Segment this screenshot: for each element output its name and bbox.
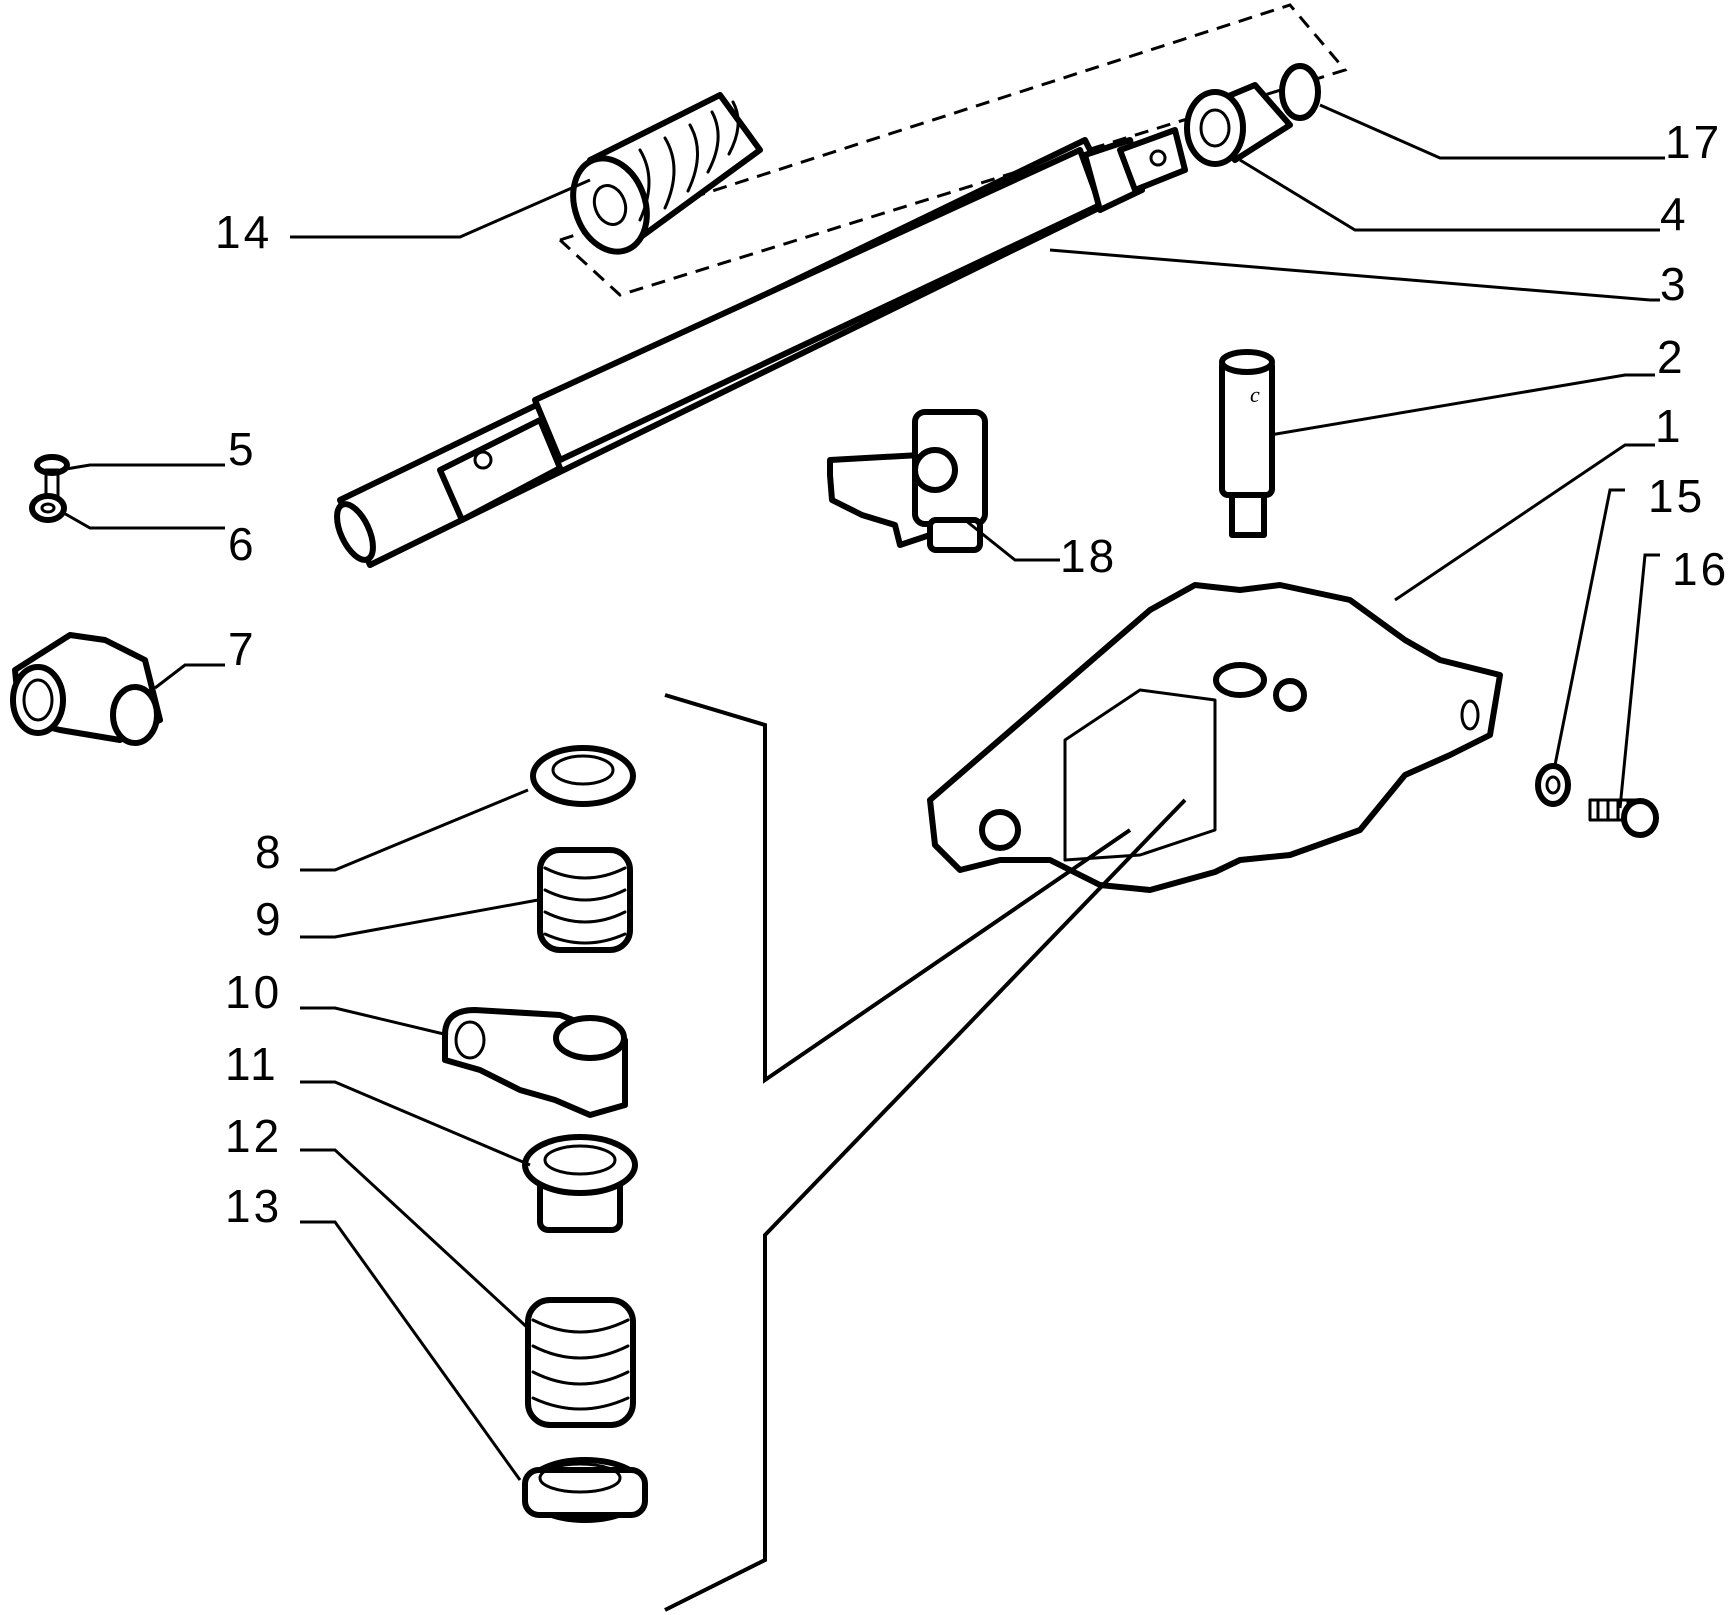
callout-4: 4 <box>1660 188 1689 240</box>
leader-7 <box>154 663 225 690</box>
callout-13: 13 <box>225 1180 282 1232</box>
callout-6: 6 <box>228 518 257 570</box>
assembly-dashed-outline <box>558 3 1348 297</box>
callout-9: 9 <box>255 893 284 945</box>
leader-13 <box>300 1220 522 1481</box>
callout-16: 16 <box>1672 543 1729 595</box>
leader-6 <box>61 510 225 530</box>
part-2-pin: c <box>1219 349 1275 538</box>
part-12-spring <box>525 1297 636 1428</box>
leader-18 <box>964 518 1060 562</box>
leader-9 <box>300 898 539 939</box>
group-bracket-upper <box>664 693 1132 1084</box>
part-14-bellows <box>570 92 763 255</box>
leader-10 <box>300 1006 449 1037</box>
part-11-bushing <box>522 1134 638 1233</box>
leader-8 <box>300 788 529 872</box>
part-3-selector-shaft <box>334 127 1188 568</box>
pin-marking: c <box>1250 382 1260 407</box>
callout-5: 5 <box>228 423 257 475</box>
leader-1 <box>1394 443 1655 602</box>
leader-3 <box>1049 248 1660 302</box>
part-16-bolt <box>1588 798 1659 838</box>
part-17-ring <box>1279 63 1321 121</box>
leader-14 <box>290 178 591 239</box>
callout-7: 7 <box>228 623 257 675</box>
part-7-coupling <box>10 632 163 746</box>
leader-17 <box>1319 103 1665 160</box>
callout-1: 1 <box>1655 400 1684 452</box>
group-bracket-lower <box>664 798 1187 1612</box>
callout-11: 11 <box>225 1038 279 1090</box>
part-9-spring <box>537 847 633 953</box>
part-5-screw <box>34 454 70 512</box>
leader-16 <box>1618 553 1660 809</box>
leader-12 <box>300 1148 532 1332</box>
part-18-bracket <box>827 409 988 553</box>
part-6-washer <box>29 493 67 523</box>
callout-17: 17 <box>1665 116 1722 168</box>
leader-2 <box>1269 373 1655 437</box>
callout-2: 2 <box>1657 331 1686 383</box>
callout-12: 12 <box>225 1110 282 1162</box>
part-8-spring-cup <box>530 745 636 807</box>
part-10-lever <box>442 1007 628 1118</box>
callout-3: 3 <box>1660 258 1689 310</box>
leader-4 <box>1239 158 1660 232</box>
part-4-bush <box>1184 82 1293 167</box>
part-1-support-housing <box>927 582 1503 893</box>
callout-14: 14 <box>215 206 272 258</box>
part-15-washer <box>1535 763 1571 807</box>
leader-5 <box>59 463 225 472</box>
part-13-base-cup <box>522 1457 648 1523</box>
callout-10: 10 <box>225 966 282 1018</box>
callout-8: 8 <box>255 826 284 878</box>
leader-11 <box>300 1080 531 1167</box>
leader-15 <box>1553 488 1625 766</box>
callout-15: 15 <box>1648 470 1705 522</box>
callout-18: 18 <box>1060 530 1117 582</box>
